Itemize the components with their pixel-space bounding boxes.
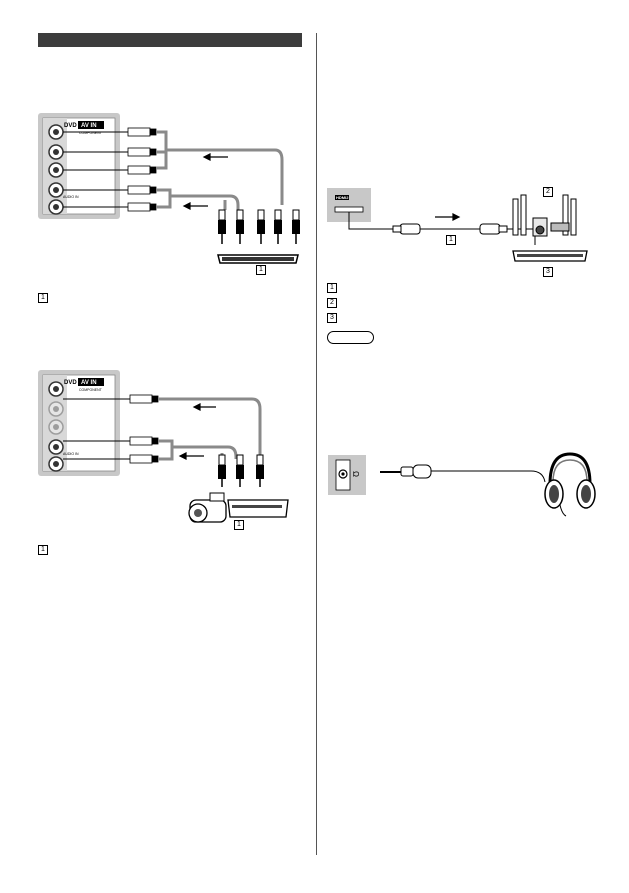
headphone-connection-diagram: Ω	[328, 455, 546, 495]
legend-box-left-bottom: 1	[38, 545, 48, 555]
legend-box-left-top: 1	[38, 293, 48, 303]
column-divider	[316, 33, 317, 855]
jack-y	[48, 124, 64, 140]
callout-num-2: 2	[543, 187, 553, 197]
dvd-player-device	[217, 254, 299, 264]
callout-num-1: 1	[446, 235, 456, 245]
audio-in-label: AUDIO IN	[63, 195, 79, 199]
vcr-device	[227, 499, 289, 518]
legend-box-right-1: 1	[327, 283, 337, 293]
hdmi-connection-diagram: HDMI2	[327, 188, 588, 262]
home-theater-speakers	[512, 194, 577, 237]
legend-box-right-3: 3	[327, 313, 337, 323]
jack-audio-l	[48, 182, 64, 198]
headphones-icon	[544, 452, 596, 517]
amplifier-device	[512, 250, 588, 262]
component-connection-diagram: DVD AV IN COMPONENT AUDIO IN	[38, 113, 300, 264]
audio-in-label-2: AUDIO IN	[63, 452, 79, 456]
av-in-label-2: AV IN	[81, 380, 97, 386]
callout-num-3: 3	[543, 267, 553, 277]
av-in-label: AV IN	[81, 123, 97, 129]
headphone-plug	[380, 464, 432, 479]
dvd-tag-2: DVD	[64, 380, 77, 386]
note-pill	[327, 331, 374, 344]
hdmi-plug-right	[479, 223, 508, 235]
jack-pr	[48, 162, 64, 178]
headphone-symbol: Ω	[351, 471, 360, 477]
jack-audio-r	[48, 199, 64, 215]
hdmi-label: HDMI2	[336, 195, 349, 200]
camcorder-device	[188, 492, 227, 523]
dvd-tag: DVD	[64, 123, 77, 129]
callout-box-1b: 1	[234, 520, 244, 530]
callout-box-1a: 1	[256, 265, 266, 275]
component-label: COMPONENT	[79, 131, 103, 135]
legend-box-right-2: 2	[327, 298, 337, 308]
component-label-2: COMPONENT	[79, 388, 103, 392]
hdmi-plug-left	[392, 223, 421, 235]
composite-connection-diagram: DVD AV IN COMPONENT AUDIO IN	[38, 370, 289, 523]
section-header-bar	[38, 33, 302, 47]
jack-pb	[48, 144, 64, 160]
device-plugs	[218, 209, 300, 244]
